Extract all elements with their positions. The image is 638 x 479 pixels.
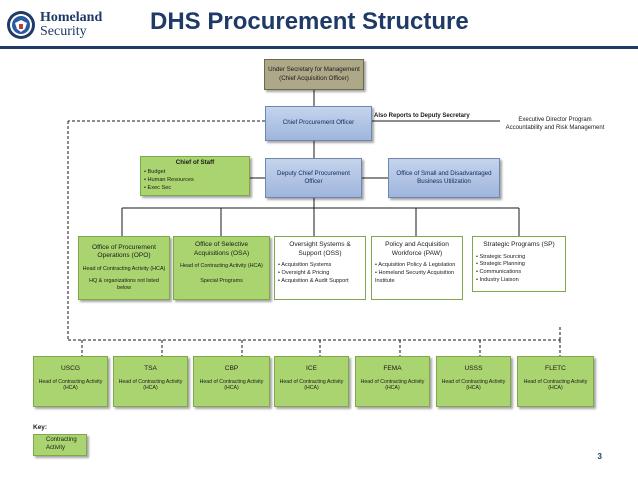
osa-label: Office of Selective Acquisitions (OSA) [193, 241, 250, 257]
paw-list: Acquisition Policy & Legislation Homelan… [375, 262, 459, 285]
sp-item: Communications [476, 269, 525, 277]
chief-of-staff-box: Chief of Staff Budget Human Resources Ex… [140, 156, 250, 196]
sp-box: Strategic Programs (SP) Strategic Sourci… [472, 236, 566, 292]
opo-line-1: Head of Contracting Activity (HCA) [82, 266, 166, 273]
component-box-ice: ICE Head of Contracting Activity (HCA) [274, 356, 349, 407]
sp-item: Strategic Planning [476, 261, 525, 269]
component-role: Head of Contracting Activity (HCA) [360, 378, 425, 392]
under-secretary-box: Under Secretary for Management (Chief Ac… [264, 59, 364, 90]
sp-list: Strategic Sourcing Strategic Planning Co… [476, 254, 526, 285]
deputy-cpo-label: Deputy Chief Procurement Officer [277, 169, 350, 185]
component-name: TSA [144, 365, 157, 372]
component-name: ICE [306, 365, 317, 372]
opo-line-2: HQ & organizations not listed below [89, 278, 159, 292]
component-box-usss: USSS Head of Contracting Activity (HCA) [436, 356, 511, 407]
component-role: Head of Contracting Activity (HCA) [279, 378, 344, 392]
reports-note: Also Reports to Deputy Secretary [374, 113, 470, 119]
logo-line-2: Security [40, 24, 87, 39]
component-role: Head of Contracting Activity (HCA) [523, 378, 588, 392]
component-name: USCG [60, 365, 81, 372]
component-box-fema: FEMA Head of Contracting Activity (HCA) [355, 356, 430, 407]
chief-of-staff-item: Exec Sec [144, 185, 194, 193]
page-number: 3 [597, 452, 602, 461]
osdbu-box: Office of Small and Disadvantaged Busine… [388, 158, 500, 198]
oss-item: Oversight & Pricing [278, 270, 349, 278]
dhs-seal-icon [7, 11, 35, 39]
under-secretary-label: Under Secretary for Management (Chief Ac… [268, 66, 360, 82]
component-role: Head of Contracting Activity (HCA) [38, 378, 103, 392]
key-label: Key: [33, 424, 48, 431]
deputy-cpo-box: Deputy Chief Procurement Officer [265, 158, 362, 198]
cpo-box: Chief Procurement Officer [265, 106, 372, 141]
chief-of-staff-item: Human Resources [144, 177, 194, 185]
osa-box: Office of Selective Acquisitions (OSA) H… [173, 236, 270, 300]
paw-item: Acquisition Policy & Legislation [375, 262, 459, 270]
component-box-cbp: CBP Head of Contracting Activity (HCA) [193, 356, 270, 407]
component-role: Head of Contracting Activity (HCA) [118, 378, 183, 392]
paw-item: Homeland Security Acquisition Institute [375, 270, 459, 286]
osa-line-1: Head of Contracting Activity (HCA) [180, 263, 263, 270]
executive-director-label: Executive Director Program Accountabilit… [505, 117, 605, 131]
chief-of-staff-list: Budget Human Resources Exec Sec [144, 169, 194, 192]
dhs-logo: Homeland Security [6, 6, 124, 44]
component-role: Head of Contracting Activity (HCA) [441, 378, 506, 392]
opo-box: Office of Procurement Operations (OPO) H… [78, 236, 170, 300]
paw-label: Policy and Acquisition Workforce (PAW) [385, 241, 449, 257]
oss-list: Acquisition Systems Oversight & Pricing … [278, 262, 349, 286]
osa-line-2: Special Programs [200, 278, 243, 285]
sp-item: Industry Liaison [476, 277, 525, 285]
component-role: Head of Contracting Activity (HCA) [199, 378, 264, 392]
cpo-label: Chief Procurement Officer [282, 119, 355, 127]
key-entry-label: Contracting Activity [46, 437, 77, 451]
chief-of-staff-item: Budget [144, 169, 194, 177]
oss-item: Acquisition Systems [278, 262, 349, 270]
key-contracting-activity: Contracting Activity [33, 434, 87, 456]
component-name: FLETC [545, 365, 566, 372]
title-divider [0, 46, 638, 49]
paw-box: Policy and Acquisition Workforce (PAW) A… [371, 236, 463, 300]
osdbu-label: Office of Small and Disadvantaged Busine… [396, 169, 492, 185]
logo-line-1: Homeland [40, 10, 103, 25]
executive-director-box: Executive Director Program Accountabilit… [500, 108, 610, 142]
component-name: CBP [224, 365, 239, 372]
component-box-fletc: FLETC Head of Contracting Activity (HCA) [517, 356, 594, 407]
page-title: DHS Procurement Structure [150, 8, 469, 35]
component-name: USSS [464, 365, 483, 372]
opo-label: Office of Procurement Operations (OPO) [91, 243, 156, 260]
component-name: FEMA [383, 365, 402, 372]
oss-item: Acquisition & Audit Support [278, 278, 348, 286]
sp-item: Strategic Sourcing [476, 254, 526, 262]
component-box-tsa: TSA Head of Contracting Activity (HCA) [113, 356, 188, 407]
component-box-uscg: USCG Head of Contracting Activity (HCA) [33, 356, 108, 407]
chief-of-staff-label: Chief of Staff [175, 159, 215, 167]
oss-box: Oversight Systems & Support (OSS) Acquis… [274, 236, 366, 300]
oss-label: Oversight Systems & Support (OSS) [289, 241, 351, 257]
sp-label: Strategic Programs (SP) [483, 241, 555, 248]
